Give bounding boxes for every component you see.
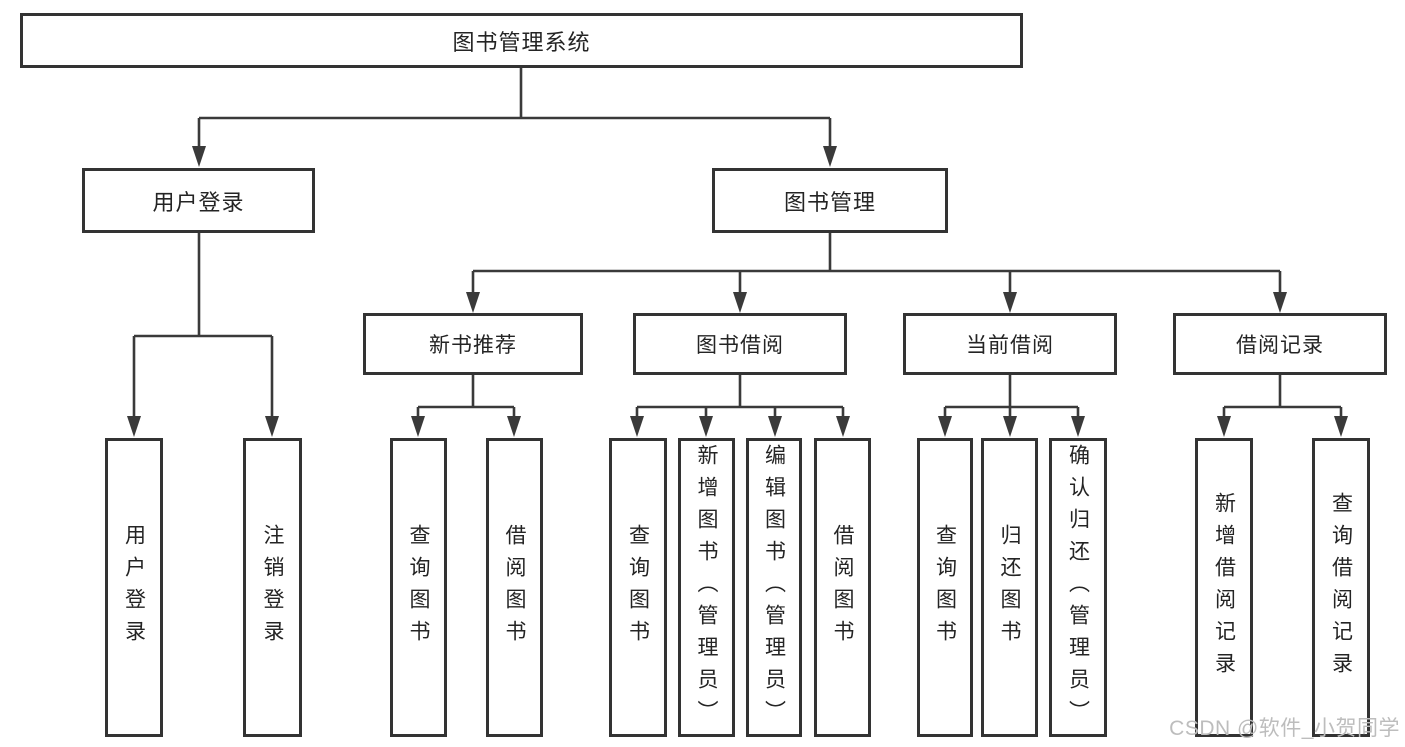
connector-current-borrow-to-leaves [938, 375, 1085, 437]
connector-user-login-to-leaves [127, 233, 279, 437]
leaf-borrow-query-books-label: 查询图书 [626, 523, 650, 652]
leaf-current-return-books-label: 归还图书 [998, 523, 1021, 652]
connector-book-borrow-to-leaves [630, 375, 850, 437]
connector-new-book-to-leaves [411, 375, 521, 437]
leaf-borrow-add-books-admin-label: 新增图书（管理员） [695, 443, 718, 732]
connector-book-management-to-sections [466, 233, 1287, 313]
leaf-borrow-borrow-books: 借阅图书 [814, 438, 871, 737]
leaf-borrow-edit-books-admin: 编辑图书（管理员） [746, 438, 802, 737]
node-root: 图书管理系统 [20, 13, 1023, 68]
leaf-current-query-books-label: 查询图书 [933, 523, 957, 652]
node-borrow-records: 借阅记录 [1173, 313, 1387, 375]
leaf-records-query-record: 查询借阅记录 [1312, 438, 1370, 737]
node-new-book-recommend: 新书推荐 [363, 313, 583, 375]
leaf-borrow-add-books-admin: 新增图书（管理员） [678, 438, 735, 737]
csdn-watermark: CSDN @软件_小贺同学 [1169, 717, 1400, 740]
node-book-management: 图书管理 [712, 168, 948, 233]
leaf-user-login: 用户登录 [105, 438, 163, 737]
leaf-newbook-borrow-books-label: 借阅图书 [503, 523, 526, 652]
leaf-current-query-books: 查询图书 [917, 438, 973, 737]
leaf-newbook-borrow-books: 借阅图书 [486, 438, 543, 737]
leaf-user-login-label: 用户登录 [122, 523, 146, 652]
connector-borrow-records-to-leaves [1217, 375, 1348, 437]
leaf-borrow-query-books: 查询图书 [609, 438, 667, 737]
leaf-newbook-query-books: 查询图书 [390, 438, 447, 737]
leaf-records-add-record: 新增借阅记录 [1195, 438, 1253, 737]
connector-root-to-branches [192, 68, 837, 167]
leaf-newbook-query-books-label: 查询图书 [407, 523, 430, 652]
leaf-logout: 注销登录 [243, 438, 302, 737]
leaf-current-return-books: 归还图书 [981, 438, 1038, 737]
leaf-borrow-borrow-books-label: 借阅图书 [831, 523, 854, 652]
node-user-login: 用户登录 [82, 168, 315, 233]
leaf-records-query-record-label: 查询借阅记录 [1329, 491, 1353, 684]
leaf-borrow-edit-books-admin-label: 编辑图书（管理员） [762, 443, 786, 732]
node-book-borrow: 图书借阅 [633, 313, 847, 375]
leaf-current-confirm-return-admin: 确认归还（管理员） [1049, 438, 1107, 737]
leaf-records-add-record-label: 新增借阅记录 [1212, 491, 1236, 684]
node-current-borrow: 当前借阅 [903, 313, 1117, 375]
leaf-logout-label: 注销登录 [261, 523, 284, 652]
leaf-current-confirm-return-admin-label: 确认归还（管理员） [1066, 443, 1090, 732]
